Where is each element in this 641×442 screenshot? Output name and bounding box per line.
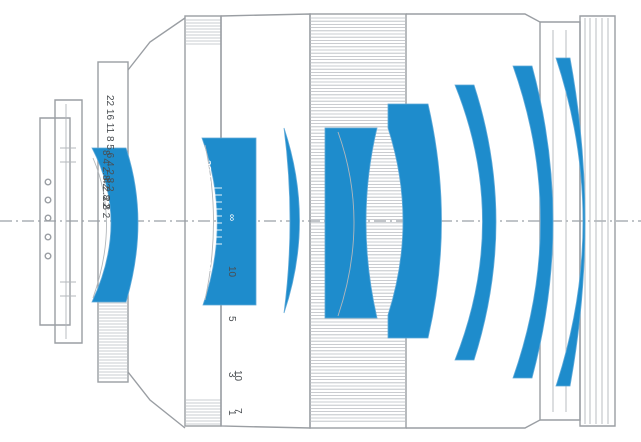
distance-mark-mid: 5 bbox=[226, 316, 237, 322]
dof-scale-left: 22 16 8 4 bbox=[201, 160, 212, 202]
lens-element-6 bbox=[454, 84, 497, 361]
lens-element-front bbox=[555, 57, 586, 387]
distance-scale: 5 10 3 7 1 bbox=[226, 316, 243, 416]
rear-taper bbox=[127, 17, 186, 429]
distance-mark-edge-top: 7 bbox=[232, 408, 243, 414]
distance-mark-far-bottom: 3 bbox=[226, 372, 237, 378]
distance-mark-far-top: 10 bbox=[232, 370, 243, 382]
lens-element-2 bbox=[201, 137, 257, 306]
dof-scale-right: 4 8 16 22 bbox=[201, 230, 212, 272]
lens-element-4 bbox=[324, 127, 378, 319]
dof-scale: 22 16 8 4 4 8 16 22 ∞ 10 bbox=[201, 160, 237, 278]
aperture-scale-row2: 8 4 2.8 2 bbox=[100, 150, 111, 189]
lens-element-5 bbox=[387, 103, 442, 339]
aperture-scale-row4: 2.8 2 bbox=[100, 196, 111, 219]
aperture-scale-row3: 4 2.8 2 bbox=[100, 178, 111, 209]
lens-element-rear bbox=[91, 147, 139, 303]
distance-mark-edge-bottom: 1 bbox=[226, 410, 237, 416]
aperture-scale: 22 16 11 8 5.6 4 2.8 2 8 4 2.8 2 4 2.8 2… bbox=[100, 95, 115, 219]
lens-element-7 bbox=[512, 65, 554, 379]
aperture-scale-row1: 22 16 11 8 5.6 4 2.8 2 bbox=[104, 95, 115, 192]
lens-element-3 bbox=[283, 127, 300, 314]
lens-elements bbox=[91, 57, 586, 387]
dof-infinity: ∞ bbox=[226, 214, 237, 221]
dof-near: 10 bbox=[226, 266, 237, 278]
rear-mount bbox=[39, 99, 83, 344]
